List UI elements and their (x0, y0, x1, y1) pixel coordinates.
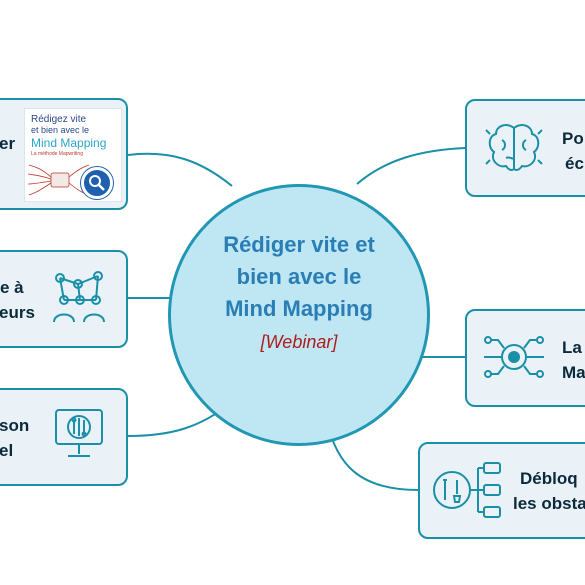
book-cover-title-line3: Mind Mapping (31, 136, 107, 150)
book-cover-title-line2: et bien avec le (31, 125, 90, 135)
book-cover-title-line1: Rédigez vite (31, 114, 87, 125)
node-left-3[interactable] (0, 388, 128, 486)
node-left-3-label-line2: el (0, 441, 14, 460)
node-right-3-label-line2: les obsta (513, 494, 585, 513)
central-topic-title: Rédiger vite et bien avec le Mind Mappin… (223, 232, 375, 321)
connector-left-1 (127, 152, 233, 187)
central-topic-circle[interactable] (168, 184, 430, 446)
node-right-1[interactable] (465, 99, 585, 197)
node-right-2-label-line1: La (562, 338, 582, 357)
node-right-1-label-line1: Po (562, 129, 584, 148)
node-left-2-label-line2: eurs (0, 303, 35, 322)
brain-icon (485, 124, 543, 171)
central-topic-subtitle: [Webinar] (260, 332, 338, 352)
magnifier-icon (81, 167, 113, 199)
node-left-2-label-line1: e à (0, 278, 24, 297)
monitor-circuit-icon (55, 409, 103, 457)
node-right-2-label-line2: Ma (562, 363, 585, 382)
mindmap-sketch-icon (27, 164, 90, 196)
node-right-3-label-line1: Débloq (520, 469, 578, 488)
node-right-1-label-line2: éc (565, 154, 584, 173)
book-cover-image: Rédigez vite et bien avec le Mind Mappin… (24, 108, 122, 202)
connector-right-1 (356, 147, 466, 185)
node-left-1-label: er (0, 134, 16, 153)
network-people-icon (53, 271, 105, 323)
circuit-chip-icon (484, 336, 544, 378)
tools-flow-icon (433, 462, 501, 518)
book-cover-tagline: La méthode Mapwriting (31, 151, 83, 157)
node-left-3-label-line1: son (0, 416, 30, 435)
